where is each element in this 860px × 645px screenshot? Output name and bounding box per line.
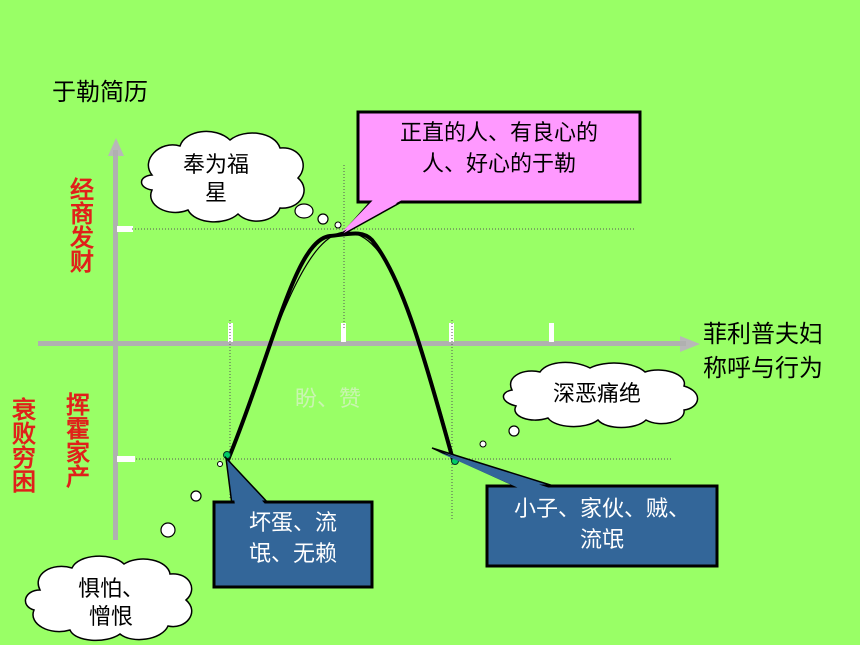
page-title: 于勒简历 xyxy=(52,78,148,106)
callout-right-line2: 流氓 xyxy=(579,528,624,553)
cloud-top-line1: 奉为福 xyxy=(182,153,249,178)
x-axis-arrow xyxy=(680,336,700,352)
callout-right-line1: 小子、家伙、贼、 xyxy=(513,497,690,522)
curve-thick xyxy=(226,231,455,461)
cloud-right xyxy=(479,361,699,448)
callout-right-shape xyxy=(431,447,719,568)
callout-left-shape xyxy=(212,455,374,589)
cloud-top-text: 奉为福 星 xyxy=(166,152,266,208)
callout-peak-shape xyxy=(339,110,642,237)
cloud-top xyxy=(140,130,342,229)
cloud-right-text: 深恶痛绝 xyxy=(552,382,641,407)
callout-peak-line2: 人、好心的于勒 xyxy=(421,152,576,177)
cloud-top-line2: 星 xyxy=(204,181,227,206)
callout-left-line1: 坏蛋、流 xyxy=(248,511,337,536)
x-axis xyxy=(38,341,686,346)
cloud-bottom-line2: 憎恨 xyxy=(88,605,133,630)
callout-left-text: 坏蛋、流 氓、无赖 xyxy=(214,508,372,570)
x-tick-4 xyxy=(549,323,554,342)
cloud-bottom-line1: 惧怕、 xyxy=(77,577,144,602)
faded-text: 盼、赞 xyxy=(295,387,362,412)
y-tick-top xyxy=(117,226,133,232)
x-tick-2 xyxy=(341,323,346,342)
y-tick-bottom xyxy=(117,456,135,462)
y-label-positive: 经商发财 xyxy=(70,176,94,276)
cloud-bottom-text: 惧怕、 憎恨 xyxy=(56,576,166,632)
callout-left-line2: 氓、无赖 xyxy=(248,542,337,567)
x-label-line2: 称呼与行为 xyxy=(703,354,823,382)
point-left xyxy=(223,451,231,459)
callout-peak-line1: 正直的人、有良心的 xyxy=(399,121,598,146)
cloud-bottom xyxy=(24,461,223,642)
callout-peak-text: 正直的人、有良心的 人、好心的于勒 xyxy=(358,118,640,180)
y-label-decline: 衰败穷困 xyxy=(12,396,36,496)
y-axis-arrow xyxy=(108,138,124,156)
x-label-line1: 菲利普夫妇 xyxy=(703,320,823,348)
callout-right-text: 小子、家伙、贼、 流氓 xyxy=(487,494,717,556)
y-label-squander: 挥霍家产 xyxy=(66,391,90,491)
